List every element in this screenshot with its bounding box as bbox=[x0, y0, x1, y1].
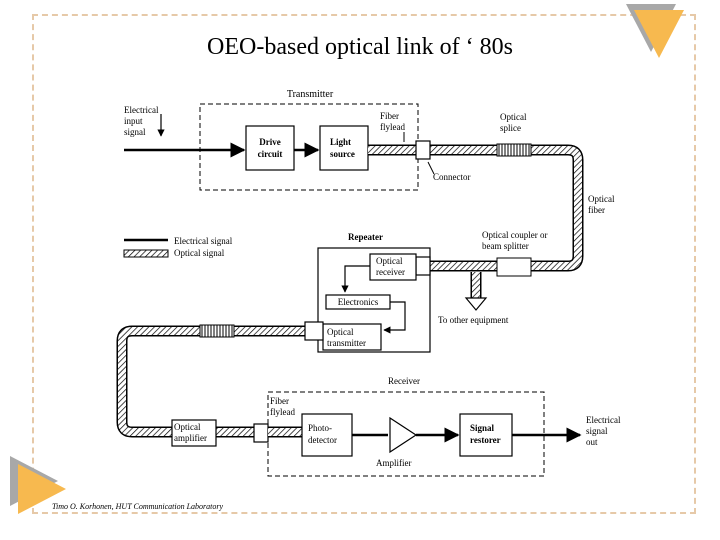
fiber-flylead-bottom-label-2: flylead bbox=[270, 407, 295, 417]
connector-receiver-in bbox=[253, 423, 269, 443]
repeater-label: Repeater bbox=[348, 232, 383, 242]
legend-optical-swatch bbox=[123, 249, 169, 258]
slide-footer: Timo O. Korhonen, HUT Communication Labo… bbox=[52, 502, 224, 511]
amplifier-triangle bbox=[389, 416, 418, 454]
optical-coupler-label-1: Optical coupler or bbox=[482, 230, 547, 240]
signal-restorer-label-1: Signal bbox=[470, 423, 495, 433]
fiber-flylead-top-label-1: Fiber bbox=[380, 111, 399, 121]
electrical-input-label-3: signal bbox=[124, 127, 146, 137]
electronics-to-transmitter-arrow bbox=[383, 301, 406, 334]
photodetector-box bbox=[301, 413, 353, 457]
optical-amplifier-label-2: amplifier bbox=[174, 433, 207, 443]
photodetector-label-2: detector bbox=[308, 435, 337, 445]
light-source-label-2: source bbox=[330, 149, 355, 159]
light-source-label-1: Light bbox=[330, 137, 351, 147]
slide-title: OEO-based optical link of ‘ 80s bbox=[207, 34, 513, 60]
electrical-output-label-1: Electrical bbox=[586, 415, 621, 425]
optical-fiber-path bbox=[116, 144, 584, 438]
repeater-box bbox=[317, 247, 431, 353]
fiber-branch-arrow bbox=[464, 297, 488, 311]
optical-receiver-label-1: Optical bbox=[376, 256, 403, 266]
electrical-output-label-3: out bbox=[586, 437, 598, 447]
connector-repeater-in bbox=[415, 256, 431, 276]
signal-restorer-box bbox=[459, 413, 513, 457]
optical-coupler-label-2: beam splitter bbox=[482, 241, 529, 251]
fiber-flylead-bottom-label-1: Fiber bbox=[270, 396, 289, 406]
optical-splice-top bbox=[496, 143, 532, 157]
optical-fiber-label-2: fiber bbox=[588, 205, 605, 215]
connector-label: Connector bbox=[433, 172, 471, 182]
fiber-flylead-top-label-2: flylead bbox=[380, 122, 405, 132]
corner-decoration-top-right bbox=[626, 4, 684, 58]
optical-splice-bottom bbox=[199, 324, 235, 338]
legend-optical-label: Optical signal bbox=[174, 248, 225, 258]
legend: Electrical signal Optical signal bbox=[123, 236, 233, 258]
transmitter-label: Transmitter bbox=[287, 89, 334, 100]
optical-fiber-label-1: Optical bbox=[588, 194, 615, 204]
electrical-input-label-2: input bbox=[124, 116, 143, 126]
electronics-label: Electronics bbox=[338, 297, 379, 307]
to-other-equipment-label: To other equipment bbox=[438, 315, 509, 325]
electrical-output-label-2: signal bbox=[586, 426, 608, 436]
optical-receiver-box bbox=[369, 253, 417, 281]
connector-pointer bbox=[427, 161, 435, 175]
legend-electrical-label: Electrical signal bbox=[174, 236, 233, 246]
connector-repeater-out bbox=[304, 321, 324, 341]
optical-transmitter-label-2: transmitter bbox=[327, 338, 366, 348]
signal-restorer-label-2: restorer bbox=[470, 435, 501, 445]
optical-receiver-label-2: receiver bbox=[376, 267, 405, 277]
receiver-to-electronics-arrow bbox=[341, 265, 370, 293]
amplifier-label: Amplifier bbox=[376, 458, 412, 468]
optical-splice-label-1: Optical bbox=[500, 112, 527, 122]
slide-frame bbox=[32, 14, 696, 514]
photodetector-label-1: Photo- bbox=[308, 423, 332, 433]
optical-amplifier-label-1: Optical bbox=[174, 422, 201, 432]
electrical-input-label-1: Electrical bbox=[124, 105, 159, 115]
drive-circuit-box bbox=[245, 125, 295, 171]
optical-transmitter-label-1: Optical bbox=[327, 327, 354, 337]
drive-circuit-label-2: circuit bbox=[258, 149, 283, 159]
drive-circuit-label-1: Drive bbox=[259, 137, 281, 147]
optical-splice-label-2: splice bbox=[500, 123, 521, 133]
optical-coupler-box bbox=[496, 257, 532, 277]
optical-transmitter-box bbox=[322, 323, 382, 351]
connector-top bbox=[415, 140, 431, 160]
receiver-label: Receiver bbox=[388, 376, 420, 386]
light-source-box bbox=[319, 125, 369, 171]
optical-amplifier-box bbox=[171, 419, 217, 447]
corner-decoration-bottom-left bbox=[10, 456, 66, 514]
receiver-box bbox=[267, 391, 545, 477]
